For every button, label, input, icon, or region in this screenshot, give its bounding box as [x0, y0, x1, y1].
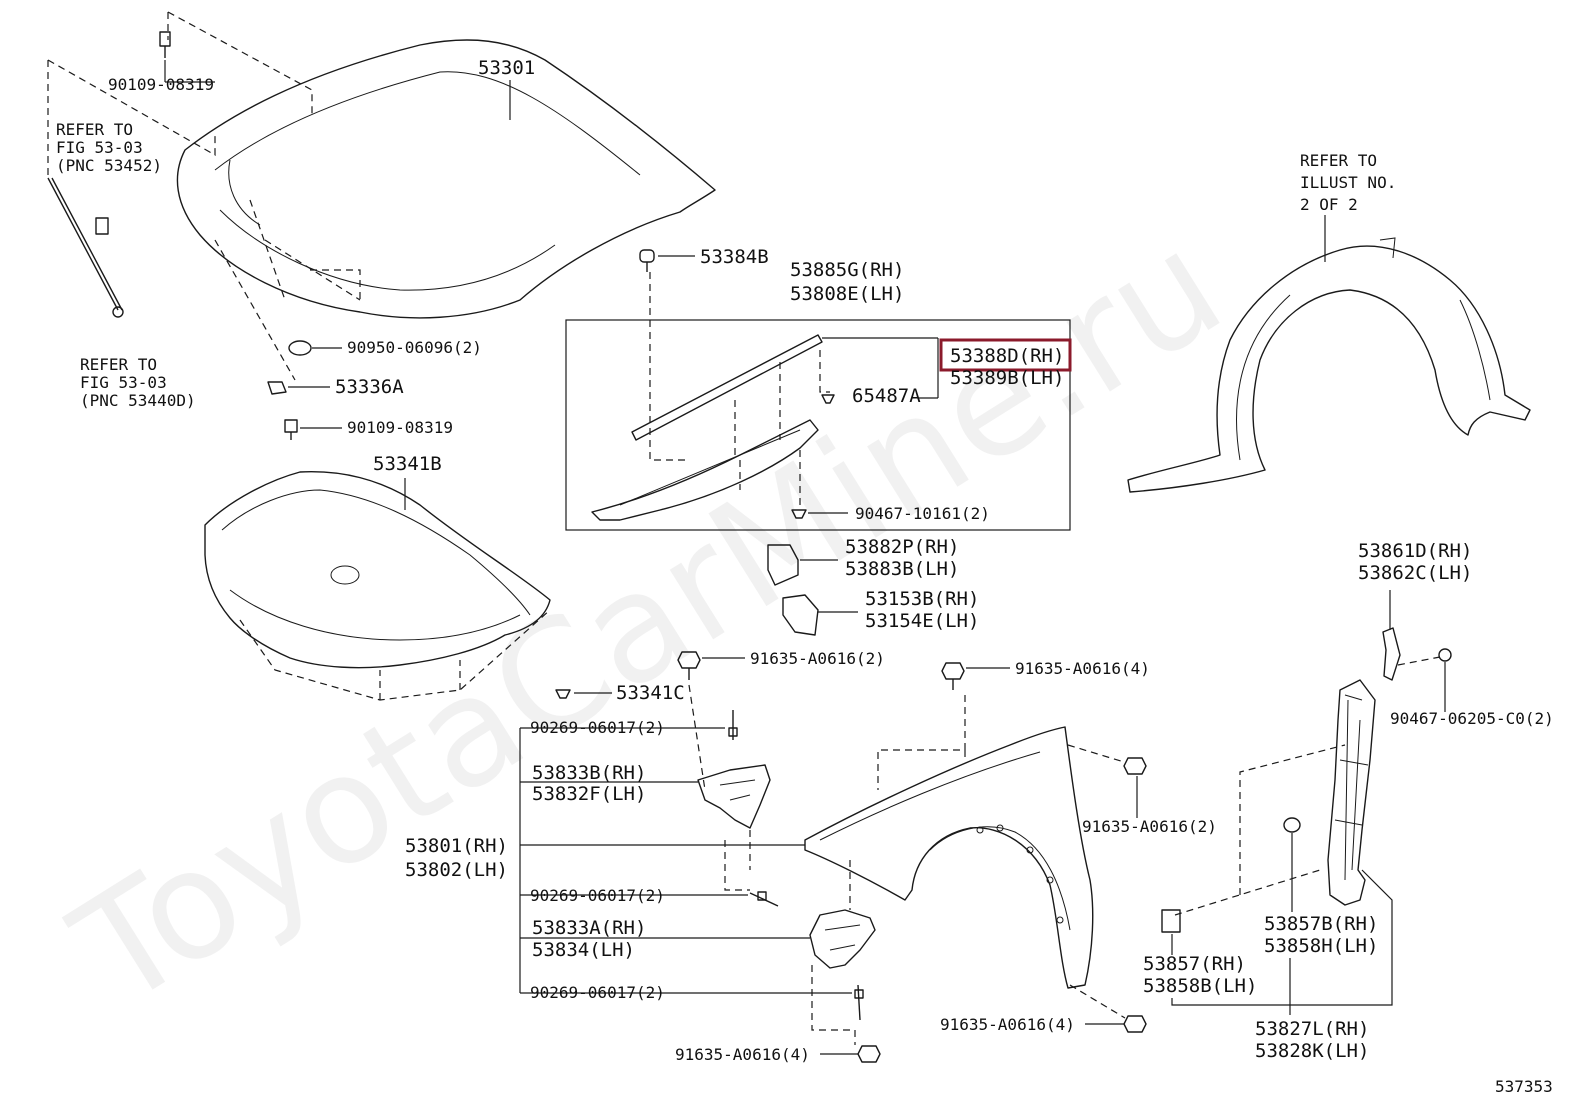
label-53885G: 53885G(RH): [790, 259, 904, 281]
refer-note-line: REFER TO: [1300, 151, 1377, 170]
refer-note-line: REFER TO: [56, 120, 133, 139]
clip-53861D[interactable]: [1382, 627, 1401, 681]
cushion-icon[interactable]: [1283, 817, 1301, 833]
clip-icon[interactable]: [555, 689, 571, 699]
rivet-icon[interactable]: [749, 891, 779, 907]
cowl-side-seal[interactable]: [591, 419, 819, 521]
refer-note-line: (PNC 53440D): [80, 391, 196, 410]
seal-assembly-box: [565, 319, 1071, 531]
label-53861D: 53861D(RH): [1358, 540, 1472, 562]
label-90467-10161: 90467-10161(2): [855, 504, 990, 523]
label-90109-08319-bottom: 90109-08319: [347, 418, 453, 437]
label-53832F: 53832F(LH): [532, 783, 646, 805]
rivet-icon[interactable]: [854, 984, 864, 1021]
figure-number: 537353: [1495, 1077, 1553, 1096]
cushion-icon[interactable]: [288, 340, 312, 356]
seal-pad[interactable]: [1161, 909, 1181, 933]
refer-note-line: FIG 53-03: [56, 138, 143, 157]
fender-bracket-upper[interactable]: [697, 764, 771, 829]
hood-support-rod: [47, 177, 124, 318]
refer-note-line: (PNC 53452): [56, 156, 162, 175]
label-91635-A0616-4-top: 91635-A0616(4): [1015, 659, 1150, 678]
label-91635-A0616-4-bottom-left: 91635-A0616(4): [675, 1045, 810, 1064]
bolt-icon[interactable]: [284, 419, 298, 440]
label-53827L: 53827L(RH): [1255, 1018, 1369, 1040]
bolt-icon[interactable]: [159, 31, 171, 58]
fender-liner[interactable]: [1127, 237, 1531, 493]
refer-note-line: FIG 53-03: [80, 373, 167, 392]
label-53858H: 53858H(LH): [1264, 935, 1378, 957]
bolt-icon[interactable]: [1123, 1015, 1147, 1033]
refer-note-line: ILLUST NO.: [1300, 173, 1396, 192]
label-53802: 53802(LH): [405, 859, 508, 881]
hood-panel[interactable]: [176, 39, 716, 319]
fender-bracket-lower[interactable]: [809, 909, 876, 969]
label-53857B: 53857B(RH): [1264, 913, 1378, 935]
bolt-icon[interactable]: [941, 662, 965, 690]
label-53857: 53857(RH): [1143, 953, 1246, 975]
clip-icon[interactable]: [1438, 648, 1452, 662]
hood-insulator[interactable]: [204, 471, 551, 669]
label-90950-06096: 90950-06096(2): [347, 338, 482, 357]
label-90269-06017-middle: 90269-06017(2): [530, 886, 665, 905]
label-53828K: 53828K(LH): [1255, 1040, 1369, 1062]
seal-pad[interactable]: [767, 544, 799, 586]
label-53153B: 53153B(RH): [865, 588, 979, 610]
front-fender[interactable]: [804, 726, 1094, 989]
clip-icon[interactable]: [821, 394, 835, 404]
label-65487A: 65487A: [852, 385, 921, 407]
label-53862C: 53862C(LH): [1358, 562, 1472, 584]
label-53833B: 53833B(RH): [532, 762, 646, 784]
label-91635-A0616-2-right: 91635-A0616(2): [1082, 817, 1217, 836]
seal-pad[interactable]: [782, 594, 819, 636]
label-90467-06205-C0: 90467-06205-C0(2): [1390, 709, 1554, 728]
label-53341B: 53341B: [373, 453, 442, 475]
label-53833A: 53833A(RH): [532, 917, 646, 939]
label-53808E: 53808E(LH): [790, 283, 904, 305]
label-53858B: 53858B(LH): [1143, 975, 1257, 997]
highlight-box: [939, 338, 1072, 372]
fender-side-seal[interactable]: [1327, 679, 1376, 906]
label-53882P: 53882P(RH): [845, 536, 959, 558]
rivet-icon[interactable]: [728, 710, 738, 740]
clip-icon[interactable]: [791, 509, 807, 519]
label-91635-A0616-2: 91635-A0616(2): [750, 649, 885, 668]
label-53389B: 53389B(LH): [950, 367, 1064, 389]
label-53341C: 53341C: [616, 682, 685, 704]
stopper-icon[interactable]: [639, 249, 655, 272]
label-90109-08319-top: 90109-08319: [108, 75, 214, 94]
seal-strip[interactable]: [631, 334, 823, 441]
label-91635-A0616-4-bottom-right: 91635-A0616(4): [940, 1015, 1075, 1034]
bolt-icon[interactable]: [1123, 757, 1147, 775]
bolt-icon[interactable]: [677, 651, 701, 680]
label-53883B: 53883B(LH): [845, 558, 959, 580]
refer-note-line: REFER TO: [80, 355, 157, 374]
label-53801: 53801(RH): [405, 835, 508, 857]
label-53388D[interactable]: 53388D(RH): [950, 345, 1064, 367]
bolt-icon[interactable]: [857, 1045, 881, 1063]
label-53834: 53834(LH): [532, 939, 635, 961]
refer-note-line: 2 OF 2: [1300, 195, 1358, 214]
label-53384B: 53384B: [700, 246, 769, 268]
label-53301: 53301: [478, 57, 535, 79]
retainer-icon[interactable]: [267, 381, 287, 395]
label-53336A: 53336A: [335, 376, 404, 398]
label-53154E: 53154E(LH): [865, 610, 979, 632]
label-90269-06017-lower: 90269-06017(2): [530, 983, 665, 1002]
